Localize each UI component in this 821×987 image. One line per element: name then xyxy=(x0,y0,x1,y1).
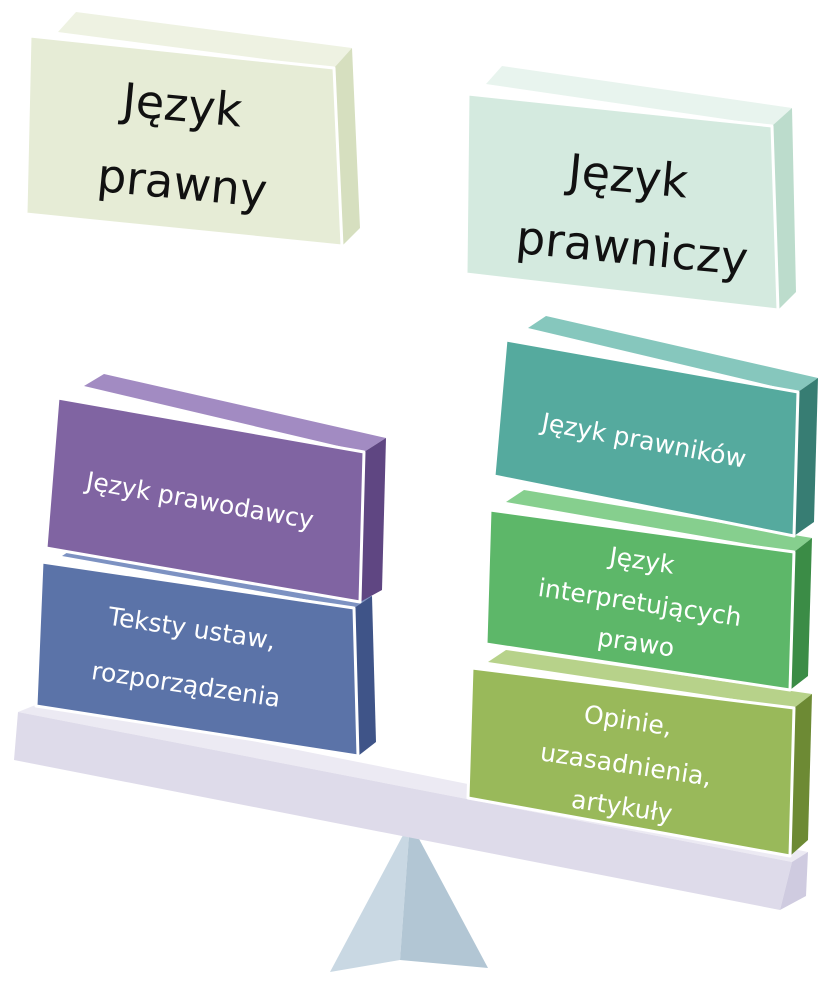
svg-text:Język: Język xyxy=(563,143,691,209)
box-opinie: Opinie, uzasadnienia, artykuły xyxy=(466,650,812,858)
jezyk-prawniczy-line1: Język xyxy=(563,143,691,209)
box-interpretujacych: Język interpretujących prawo xyxy=(484,490,812,692)
jezyk-prawny-line1: Język xyxy=(117,72,245,138)
fulcrum xyxy=(330,822,488,972)
box-jezyk-prawniczy: Język prawniczy xyxy=(464,66,796,312)
box-jezyk-prawnikow: Język prawników xyxy=(492,316,818,538)
box-jezyk-prawodawcy: Język prawodawcy xyxy=(44,374,386,604)
svg-text:Język: Język xyxy=(117,72,245,138)
box-jezyk-prawny: Język prawny xyxy=(24,12,360,248)
